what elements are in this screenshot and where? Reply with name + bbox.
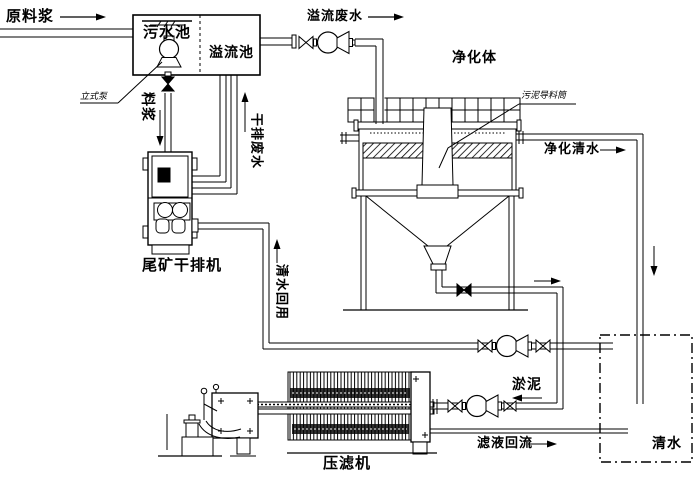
label-filtrate-return: 滤液回流 bbox=[477, 436, 534, 451]
sludge-feed-pump-assembly bbox=[447, 394, 517, 418]
hydraulic-pump-station bbox=[158, 387, 242, 457]
label-purifier-body: 净化体 bbox=[452, 50, 497, 66]
label-dry-discharge-machine: 尾矿干排机 bbox=[142, 256, 223, 274]
overflow-pump-assembly bbox=[298, 30, 356, 55]
raw-slurry-pipe bbox=[0, 28, 133, 38]
reuse-pump-assembly bbox=[477, 334, 551, 358]
slurry-feed-valve-icon bbox=[160, 71, 176, 92]
clean-water-pool-box bbox=[599, 334, 693, 463]
label-overflow-wastewater: 溢流废水 bbox=[307, 9, 364, 24]
flow-arrow-right-icon bbox=[60, 13, 106, 21]
clean-water-reuse-pipe bbox=[191, 218, 613, 350]
label-purified-clean-water: 净化清水 bbox=[544, 142, 601, 157]
flow-arrow-right-icon bbox=[600, 146, 626, 154]
sludge-guide-tube bbox=[416, 107, 459, 199]
dry-discharge-machine bbox=[142, 151, 198, 255]
overflow-outlet-pipe bbox=[260, 34, 297, 49]
label-sludge: 淤泥 bbox=[512, 377, 542, 393]
flow-arrow-down-icon bbox=[650, 246, 658, 276]
flow-arrow-up-icon bbox=[273, 239, 281, 263]
label-clean-water-reuse: 清水回用 bbox=[273, 263, 289, 321]
sludge-valve-icon bbox=[456, 282, 472, 298]
feed-pipe-elbow bbox=[355, 38, 384, 124]
label-overflow-pool: 溢流池 bbox=[209, 45, 254, 61]
label-vertical-pump: 立式泵 bbox=[80, 92, 108, 102]
sludge-guide-tube-leader-line bbox=[438, 103, 576, 169]
vertical-pump-symbol bbox=[156, 35, 182, 68]
filtrate-return-pipe bbox=[430, 428, 628, 434]
flow-arrow-down-icon bbox=[156, 110, 164, 146]
label-slurry: 料浆 bbox=[139, 92, 155, 122]
flow-arrow-right-icon bbox=[534, 277, 561, 285]
label-clean-water: 清水 bbox=[652, 436, 682, 452]
label-raw-slurry: 原料浆 bbox=[6, 7, 55, 25]
vertical-pump-leader-line bbox=[80, 61, 163, 104]
tank-left-stub-pipe bbox=[340, 132, 359, 144]
sludge-pipe bbox=[430, 270, 564, 410]
label-filter-press: 压滤机 bbox=[323, 454, 372, 472]
label-sewage-pool: 污水池 bbox=[143, 23, 192, 41]
purifier-tank bbox=[343, 119, 528, 311]
label-dry-discharge-wastewater: 干排废水 bbox=[248, 112, 264, 170]
flow-arrow-right-icon bbox=[528, 440, 557, 448]
flow-arrow-right-icon bbox=[368, 13, 404, 21]
flow-arrow-left-icon bbox=[512, 394, 542, 402]
dry-discharge-wastewater-pipes bbox=[192, 75, 238, 195]
slurry-feed-pipe bbox=[164, 93, 172, 152]
filter-press bbox=[211, 371, 438, 457]
flow-arrow-up-icon bbox=[241, 92, 249, 132]
purified-water-pipe bbox=[516, 131, 644, 404]
water-surface-icon bbox=[142, 20, 192, 28]
label-sludge-guide-tube: 污泥导料筒 bbox=[521, 91, 567, 101]
